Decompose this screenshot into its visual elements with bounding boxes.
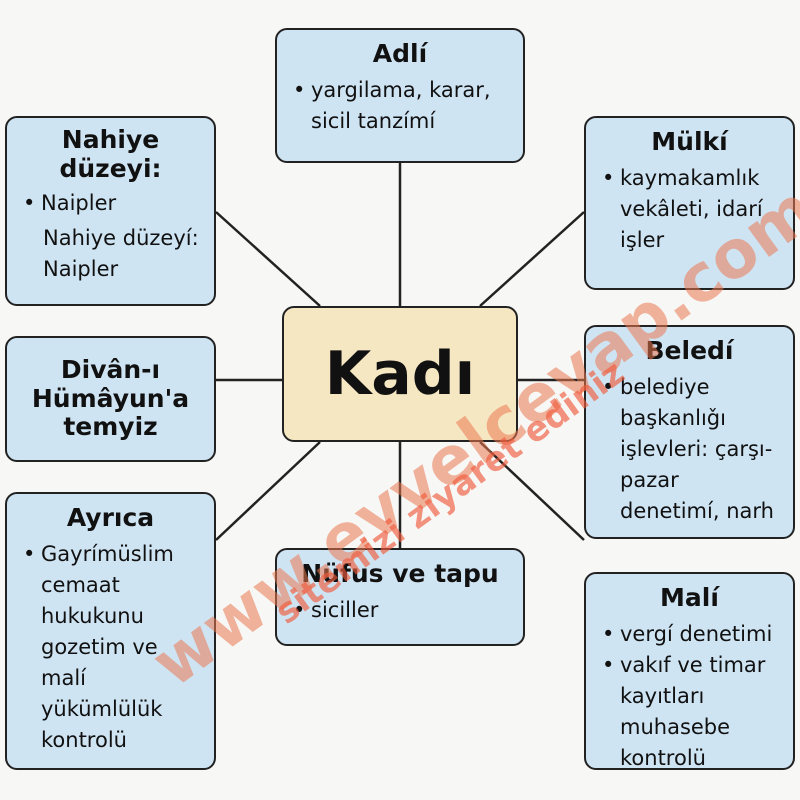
box-nufus-title: Nüfus ve tapu — [301, 559, 499, 588]
box-mali-item-2: vakıf ve timar kayıtları muhasebe kontro… — [600, 650, 779, 774]
box-nahiye-list: Naipler — [21, 188, 200, 219]
center-node-kadi: Kadı — [282, 306, 518, 442]
box-adli-title: Adlí — [372, 39, 428, 68]
box-divan-title: Divân-ı Hümâyun'a temyiz — [31, 354, 190, 442]
box-adli-list: yargilama, karar, sicil tanzímí — [291, 75, 509, 137]
box-mulki: Mülkí kaymakamlık vekâleti, idarí işler — [584, 116, 795, 290]
box-ayrica-list: Gayrímüslim cemaat hukukunu gozetim ve m… — [21, 539, 200, 756]
box-mulki-item: kaymakamlık vekâleti, idarí işler — [600, 163, 779, 256]
box-mulki-list: kaymakamlık vekâleti, idarí işler — [600, 163, 779, 256]
box-nahiye-note: Nahiye düzeyí: Naipler — [43, 225, 199, 281]
box-adli: Adlí yargilama, karar, sicil tanzímí — [275, 28, 525, 163]
box-beledi: Beledí belediye başkanlıǧı işlevleri: ça… — [584, 325, 795, 539]
box-divan: Divân-ı Hümâyun'a temyiz — [5, 336, 216, 462]
link-mulki — [479, 211, 585, 307]
box-ayrica-item: Gayrímüslim cemaat hukukunu gozetim ve m… — [21, 539, 200, 756]
link-nahiye — [215, 211, 321, 307]
box-nufus-list: siciller — [291, 595, 509, 626]
box-mulki-title: Mülkí — [651, 127, 728, 156]
link-ayrica — [215, 441, 321, 541]
box-nahiye-title: Nahiye düzeyi: — [59, 125, 162, 183]
link-mali — [479, 441, 585, 541]
box-beledi-list: belediye başkanlıǧı işlevleri: çarşı-paz… — [600, 372, 779, 527]
box-mali-item-1: vergí denetimi — [600, 619, 779, 650]
center-label: Kadı — [324, 339, 476, 409]
box-nufus: Nüfus ve tapu siciller — [275, 548, 525, 646]
box-beledi-item: belediye başkanlıǧı işlevleri: çarşı-paz… — [600, 372, 779, 527]
box-nufus-item: siciller — [291, 595, 509, 626]
box-ayrica: Ayrıca Gayrímüslim cemaat hukukunu gozet… — [5, 492, 216, 770]
box-mali-title: Malí — [660, 583, 719, 612]
box-nahiye-item: Naipler — [21, 188, 200, 219]
box-mali: Malí vergí denetimi vakıf ve timar kayıt… — [584, 572, 795, 770]
box-beledi-title: Beledí — [645, 336, 734, 365]
box-ayrica-title: Ayrıca — [66, 503, 155, 532]
box-nahiye: Nahiye düzeyi: Naipler Nahiye düzeyí: Na… — [5, 116, 216, 306]
box-adli-item: yargilama, karar, sicil tanzímí — [291, 75, 509, 137]
box-mali-list: vergí denetimi vakıf ve timar kayıtları … — [600, 619, 779, 774]
